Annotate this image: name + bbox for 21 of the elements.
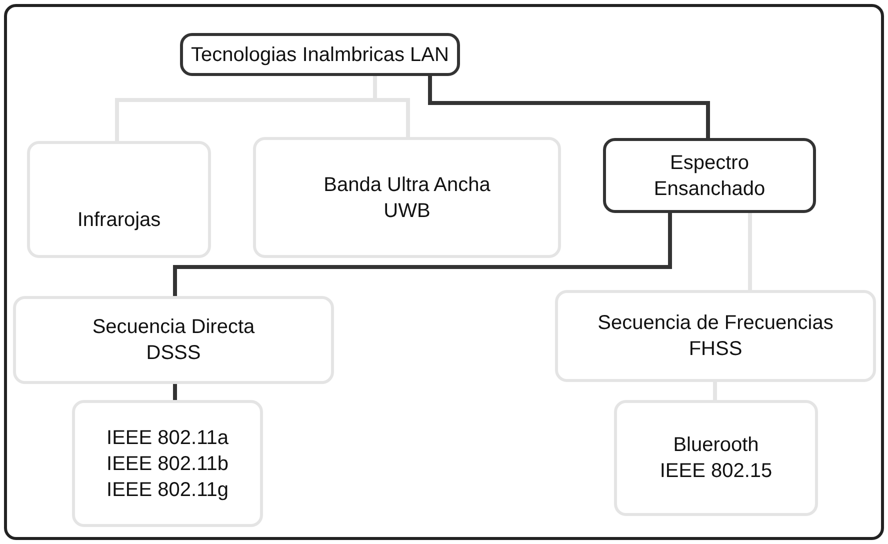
- node-label: Secuencia Directa DSSS: [91, 315, 256, 366]
- concept-box: [27, 141, 211, 258]
- node-label: IEEE 802.11g: [106, 478, 228, 502]
- node-label: Tecnologias Inalmbricas LAN: [191, 42, 449, 68]
- node-label: IEEE 802.11b: [106, 452, 228, 476]
- concept-box: [180, 33, 460, 76]
- connector-line: [173, 384, 177, 400]
- concept-box: [13, 296, 334, 384]
- connector-line: [428, 76, 710, 138]
- concept-box: [603, 138, 816, 213]
- node-label: Banda Ultra Ancha UWB: [322, 172, 492, 224]
- connector-line: [173, 213, 672, 296]
- node-label: Bluerooth IEEE 802.15: [658, 433, 774, 484]
- concept-box: [555, 290, 876, 382]
- node-label: Infrarojas: [77, 208, 161, 233]
- concept-box: [614, 400, 818, 516]
- concept-box: [253, 137, 561, 258]
- concept-box: [72, 400, 263, 527]
- node-label: Espectro Ensanchado: [652, 150, 766, 202]
- node-label: Secuencia de Frecuencias FHSS: [596, 311, 834, 362]
- node-label: IEEE 802.11a: [106, 426, 228, 450]
